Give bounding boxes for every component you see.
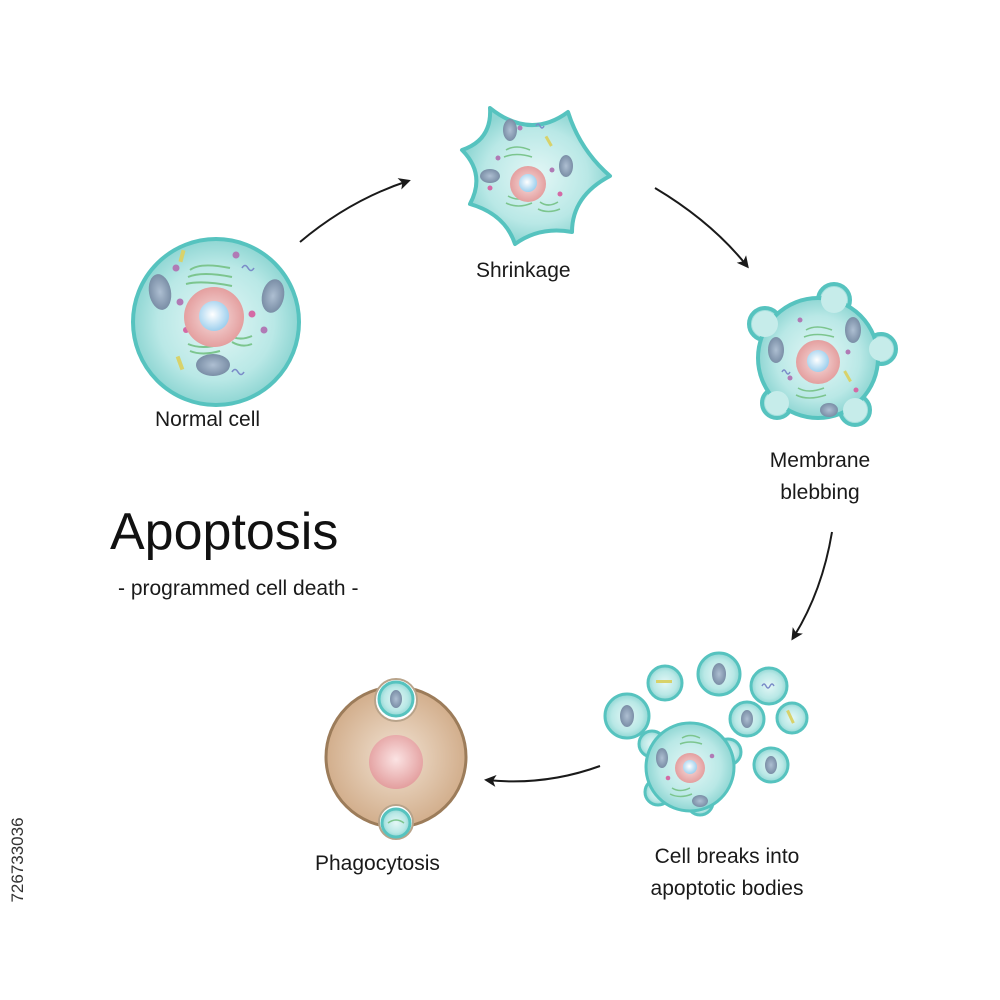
label-apoptotic-bodies-line1: Cell breaks into xyxy=(654,845,800,868)
arrow-shrinkage-to-blebbing xyxy=(654,187,749,269)
arrow-bodies-to-phagocytosis xyxy=(484,765,601,787)
label-apoptotic-bodies-line2: apoptotic bodies xyxy=(650,877,804,900)
diagram-subtitle: - programmed cell death - xyxy=(118,577,359,600)
shrinkage-cell-illustration xyxy=(460,106,612,246)
mitochondrion-icon xyxy=(148,274,172,310)
normal-cell-illustration xyxy=(131,237,301,407)
phagocytosis-illustration xyxy=(324,678,468,840)
label-membrane-blebbing: Membrane blebbing xyxy=(740,445,900,509)
blebbing-cell-illustration xyxy=(747,282,898,427)
label-shrinkage: Shrinkage xyxy=(476,259,571,282)
label-membrane-blebbing-line2: blebbing xyxy=(780,481,860,504)
label-normal-cell: Normal cell xyxy=(155,408,261,431)
arrow-blebbing-to-bodies xyxy=(791,531,833,641)
label-membrane-blebbing-line1: Membrane xyxy=(769,449,871,472)
label-apoptotic-bodies: Cell breaks into apoptotic bodies xyxy=(622,841,832,905)
apoptotic-bodies-illustration xyxy=(603,651,809,817)
stock-id-text: 726733036 xyxy=(8,817,27,903)
arrow-normal-to-shrinkage xyxy=(299,178,411,243)
label-phagocytosis: Phagocytosis xyxy=(315,852,440,875)
stock-id-vertical: 726733036 xyxy=(4,765,32,955)
diagram-title: Apoptosis xyxy=(110,503,339,561)
